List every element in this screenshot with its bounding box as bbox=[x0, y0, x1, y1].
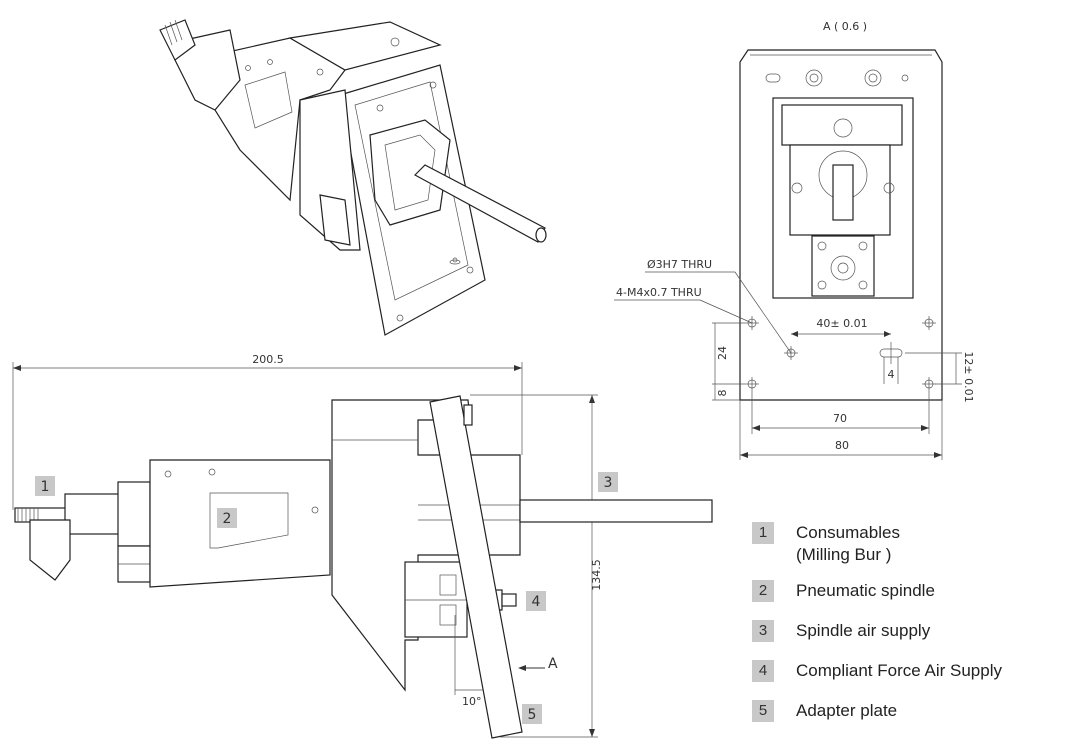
legend-number: 4 bbox=[752, 660, 774, 682]
legend-number: 2 bbox=[752, 580, 774, 602]
dim-overall-length: 200.5 bbox=[252, 353, 284, 366]
svg-text:4: 4 bbox=[532, 594, 541, 610]
dim-width-70: 70 bbox=[833, 412, 847, 425]
view-arrow-label: A bbox=[548, 656, 558, 672]
svg-text:3: 3 bbox=[604, 475, 613, 491]
legend-number: 1 bbox=[752, 522, 774, 544]
badge-1: 1 bbox=[35, 476, 55, 496]
svg-text:2: 2 bbox=[223, 511, 232, 527]
legend-number: 3 bbox=[752, 620, 774, 642]
legend-label: Adapter plate bbox=[796, 701, 898, 720]
svg-text:5: 5 bbox=[528, 707, 537, 723]
dim-vert-24: 24 bbox=[716, 346, 729, 360]
legend-item-spindle-air-supply: 3 Spindle air supply bbox=[752, 620, 930, 642]
hole-spec-1: Ø3H7 THRU bbox=[647, 258, 712, 271]
side-view: 200.5 134.5 bbox=[12, 353, 713, 739]
legend-item-compliant-force-air-supply: 4 Compliant Force Air Supply bbox=[752, 660, 1002, 682]
dim-overall-height: 134.5 bbox=[590, 559, 603, 591]
legend-label: Consumables (Milling Bur ) bbox=[796, 523, 900, 564]
svg-text:1: 1 bbox=[41, 479, 50, 495]
legend-label: Pneumatic spindle bbox=[796, 581, 935, 600]
legend-item-consumables: 1 Consumables (Milling Bur ) bbox=[752, 522, 900, 566]
legend-number: 5 bbox=[752, 700, 774, 722]
legend-label: Compliant Force Air Supply bbox=[796, 661, 1002, 680]
badge-3: 3 bbox=[598, 472, 618, 492]
dim-hole-spacing: 40± 0.01 bbox=[816, 317, 867, 330]
dim-slot-width: 4 bbox=[888, 368, 895, 381]
view-a: A ( 0.6 ) bbox=[614, 20, 975, 460]
view-a-label: A ( 0.6 ) bbox=[823, 20, 867, 33]
badge-4: 4 bbox=[526, 591, 546, 611]
legend-item-pneumatic-spindle: 2 Pneumatic spindle bbox=[752, 580, 935, 602]
isometric-view bbox=[159, 19, 547, 336]
hole-spec-2: 4-M4x0.7 THRU bbox=[616, 286, 702, 299]
badge-2: 2 bbox=[217, 508, 237, 528]
legend-label: Spindle air supply bbox=[796, 621, 931, 640]
angle-label: 10° bbox=[462, 695, 482, 708]
dim-width-80: 80 bbox=[835, 439, 849, 452]
legend-item-adapter-plate: 5 Adapter plate bbox=[752, 700, 897, 722]
dim-slot-offset: 12± 0.01 bbox=[962, 351, 975, 402]
badge-5: 5 bbox=[522, 704, 542, 724]
dim-vert-8: 8 bbox=[716, 390, 729, 397]
